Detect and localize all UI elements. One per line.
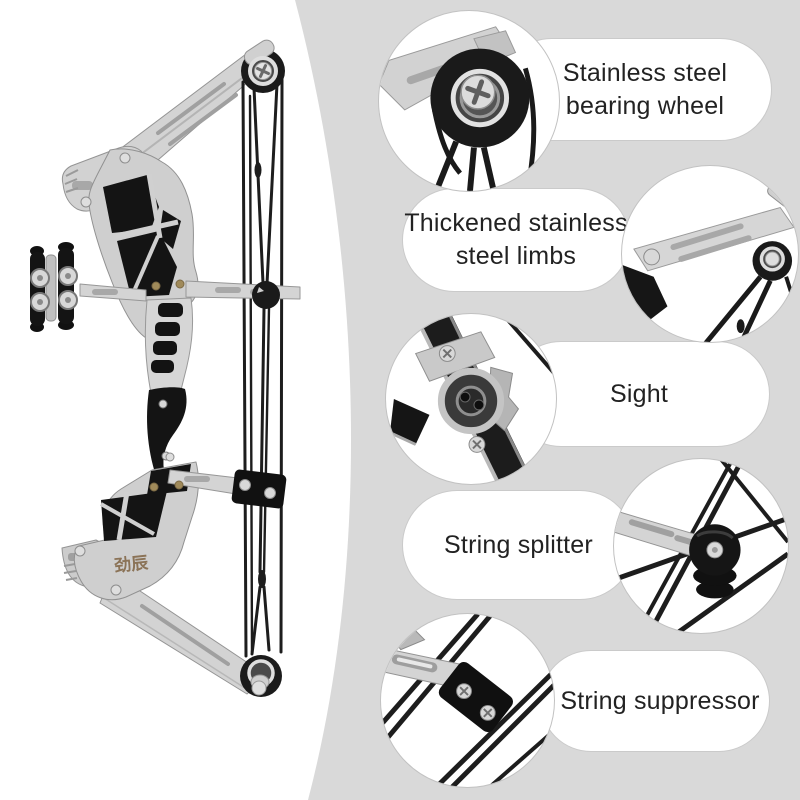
callout-label-line: steel limbs	[455, 242, 577, 270]
callout-label-line: bearing wheel	[565, 91, 725, 120]
steel-limbs-photo	[621, 165, 799, 343]
string-suppressor-photo	[380, 613, 555, 788]
callout-pill-steel-limbs: Thickened stainless steel limbs	[402, 188, 630, 292]
callout-label-line: String suppressor	[560, 686, 760, 715]
string-suppressor-detail-illustration	[381, 614, 554, 787]
bearing-wheel-detail-illustration	[379, 26, 537, 191]
callout-label-line: Thickened stainless	[404, 209, 628, 237]
brand-logo-text: 劲辰	[112, 553, 150, 576]
bearing-wheel-photo	[378, 10, 560, 192]
callout-pill-string-suppressor: String suppressor	[540, 650, 770, 752]
callout-label-line: Stainless steel	[562, 58, 728, 87]
steel-limbs-detail-illustration	[622, 183, 798, 342]
callout-label-line: Sight	[610, 379, 668, 408]
string-splitter-detail-illustration	[614, 459, 788, 633]
sight-photo	[385, 313, 557, 485]
callout-label-line: String splitter	[444, 530, 593, 559]
string-splitter-photo	[613, 458, 789, 634]
callout-pill-string-splitter: String splitter	[402, 490, 635, 600]
sight-detail-illustration	[389, 314, 556, 484]
